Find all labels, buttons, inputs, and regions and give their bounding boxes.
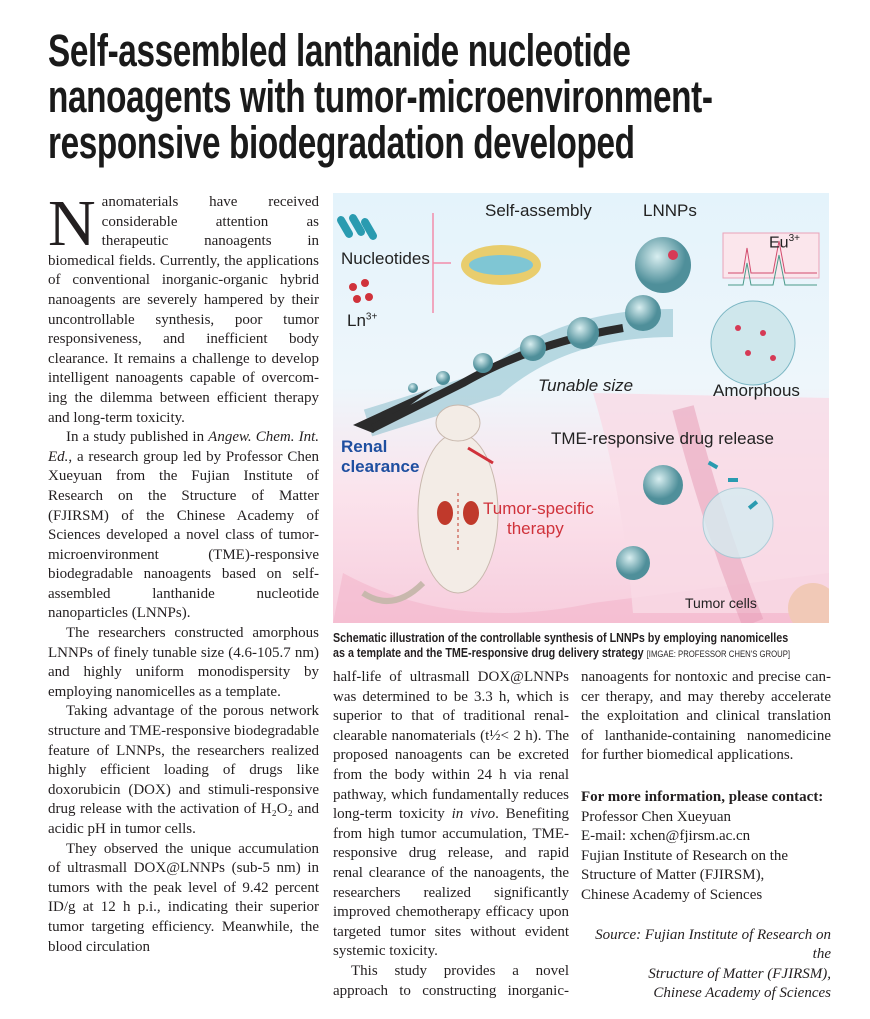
drop-cap: N	[48, 187, 96, 260]
title-line: responsive biodegradation developed	[48, 117, 635, 168]
journal-name: Angew. Chem. Int. Ed.	[48, 429, 319, 465]
paragraph-text: In a study published in	[66, 429, 209, 446]
source-line: Source: Fujian Institute of Research on …	[595, 926, 831, 963]
column-middle: half-life of ultrasmall DOX@LNNPs was de…	[333, 668, 569, 1001]
source-line: Chinese Academy of Sciences	[653, 985, 831, 1002]
source-credit: Source: Fujian Institute of Research on …	[581, 926, 831, 1004]
contact-name: Professor Chen Xueyuan	[581, 808, 731, 825]
caption-text: as a template and the TME-responsive dru…	[333, 646, 647, 660]
label-tme-release: TME-responsive drug release	[551, 429, 774, 448]
title-line: nanoagents with tumor-microenvironment-	[48, 71, 713, 122]
paragraph-study: In a study published in Angew. Chem. Int…	[48, 428, 319, 624]
image-credit: [IMGAE: PROFESSOR CHEN'S GROUP]	[646, 649, 791, 659]
contact-email[interactable]: E-mail: xchen@fjirsm.ac.cn	[581, 828, 751, 845]
caption-line: Schematic illustration of the controllab…	[333, 631, 789, 645]
schematic-illustration	[333, 213, 829, 623]
label-tumor-cells: Tumor cells	[685, 595, 757, 611]
paragraph-text: , a research group led by Profes­sor Che…	[48, 448, 319, 622]
paragraph-accumulation: They observed the unique accumula­tion o…	[48, 840, 319, 955]
paragraph-conclusion-cont: nanoagents for nontoxic and precise can­…	[581, 668, 831, 766]
title-line: Self-assembled lanthanide nucleotide	[48, 25, 631, 76]
contact-heading: For more information, please contact:	[581, 789, 824, 805]
contact-institute: Structure of Matter (FJIRSM),	[581, 867, 765, 884]
figure-caption: Schematic illustration of the controllab…	[333, 631, 790, 662]
label-tumor-line: therapy	[507, 519, 564, 538]
contact-academy: Chinese Academy of Sciences	[581, 886, 763, 903]
source-line: Structure of Matter (FJIRSM),	[648, 965, 831, 982]
column-right: nanoagents for nontoxic and precise can­…	[581, 668, 831, 1004]
label-self-assembly: Self-assembly	[485, 201, 592, 220]
contact-institute: Fujian Institute of Research on the	[581, 847, 789, 864]
paragraph-text: half-life of ultrasmall DOX@LNNPs was de…	[333, 669, 569, 823]
paragraph-text: . Benefiting from high tumor accumulatio…	[333, 806, 569, 960]
paragraph-text: nanoagents for nontoxic and precise can­…	[581, 669, 831, 764]
label-ln-text: Ln	[347, 311, 366, 330]
caption-line: as a template and the TME-responsive dru…	[333, 646, 790, 662]
label-eu-text: Eu	[769, 234, 789, 252]
paragraph-loading: Taking advantage of the porous net­work …	[48, 703, 319, 837]
nucleotide-icons	[337, 214, 377, 303]
italic-term: in vivo	[451, 806, 496, 823]
label-tunable-size: Tunable size	[538, 376, 634, 395]
label-lnnps: LNNPs	[643, 201, 697, 220]
label-tumor-line: Tumor-specific	[483, 499, 594, 518]
label-renal-line: clearance	[341, 457, 420, 476]
label-eu: Eu3+	[769, 233, 800, 252]
paragraph-text: anomaterials have received considerable …	[48, 194, 319, 426]
schematic-figure: Self-assembly LNNPs Eu3+ Nucleotides Ln3…	[333, 193, 829, 623]
paragraph-construct: The researchers constructed amor­phous L…	[48, 625, 319, 700]
article-title: Self-assembled lanthanide nucleotide nan…	[48, 28, 862, 166]
label-ln-sup: 3+	[365, 311, 378, 323]
label-ln: Ln3+	[347, 311, 377, 331]
paragraph-halflife: half-life of ultrasmall DOX@LNNPs was de…	[333, 668, 569, 962]
label-eu-sup: 3+	[788, 233, 800, 244]
label-nucleotides: Nucleotides	[341, 249, 430, 268]
label-renal-line: Renal	[341, 437, 388, 456]
label-amorphous: Amorphous	[713, 381, 800, 400]
paragraph-conclusion: This study provides a novel approach to …	[333, 962, 569, 999]
